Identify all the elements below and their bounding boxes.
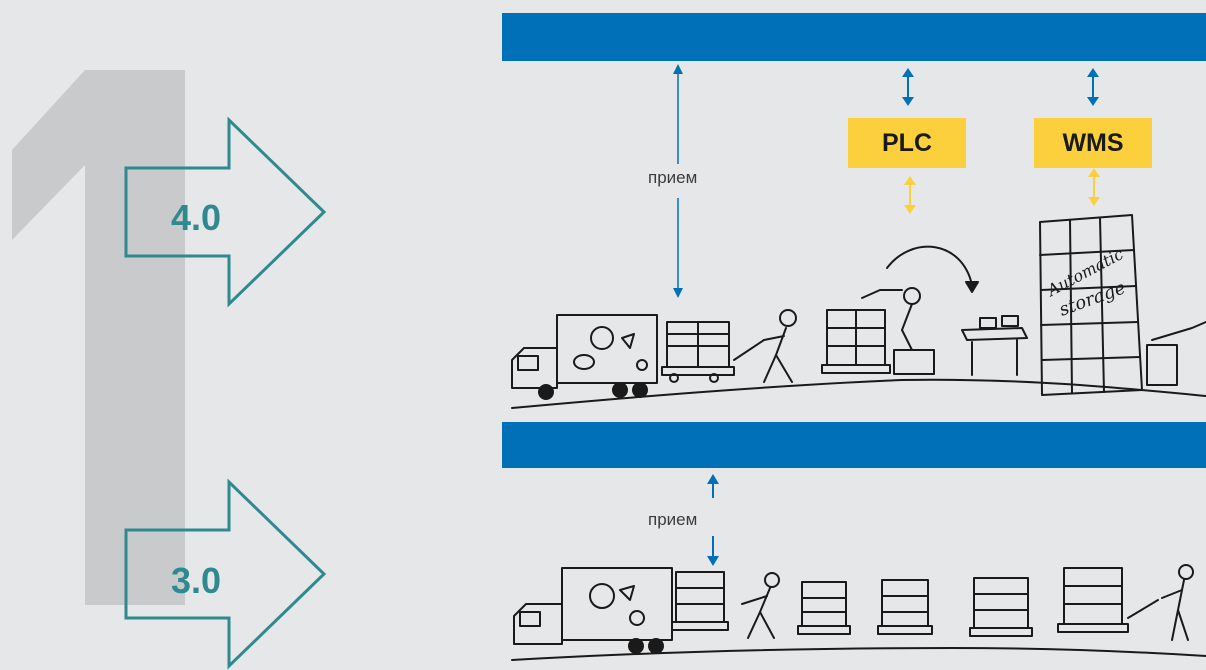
pallet-icon — [661, 321, 765, 383]
wms-blue-connector — [1087, 68, 1099, 106]
plc-blue-connector — [902, 68, 914, 106]
storage-building-icon — [1039, 214, 1143, 396]
reception-connector-upper — [673, 64, 683, 298]
right-arrow-outline-lower — [124, 478, 327, 670]
plc-box: PLC — [848, 118, 966, 168]
system-bar-upper — [502, 13, 1206, 61]
reception-label-lower: прием — [644, 510, 702, 530]
reception-label-upper: прием — [644, 168, 702, 188]
wms-box: WMS — [1034, 118, 1152, 168]
robot-arm-icon — [861, 245, 979, 375]
wms-yellow-connector — [1088, 168, 1100, 206]
plc-yellow-connector — [904, 176, 916, 214]
worker-icon — [763, 309, 797, 383]
big-one-numeral — [12, 70, 185, 605]
lower-warehouse-sketch — [511, 564, 1206, 661]
version-label-lower: 3.0 — [170, 560, 222, 601]
truck-icon — [511, 314, 658, 400]
version-label-upper: 4.0 — [170, 197, 222, 238]
upper-warehouse-sketch: Automatic storage — [511, 214, 1206, 409]
system-bar-lower — [502, 422, 1206, 468]
reception-connector-lower — [707, 474, 719, 566]
right-arrow-outline-upper — [124, 116, 327, 308]
